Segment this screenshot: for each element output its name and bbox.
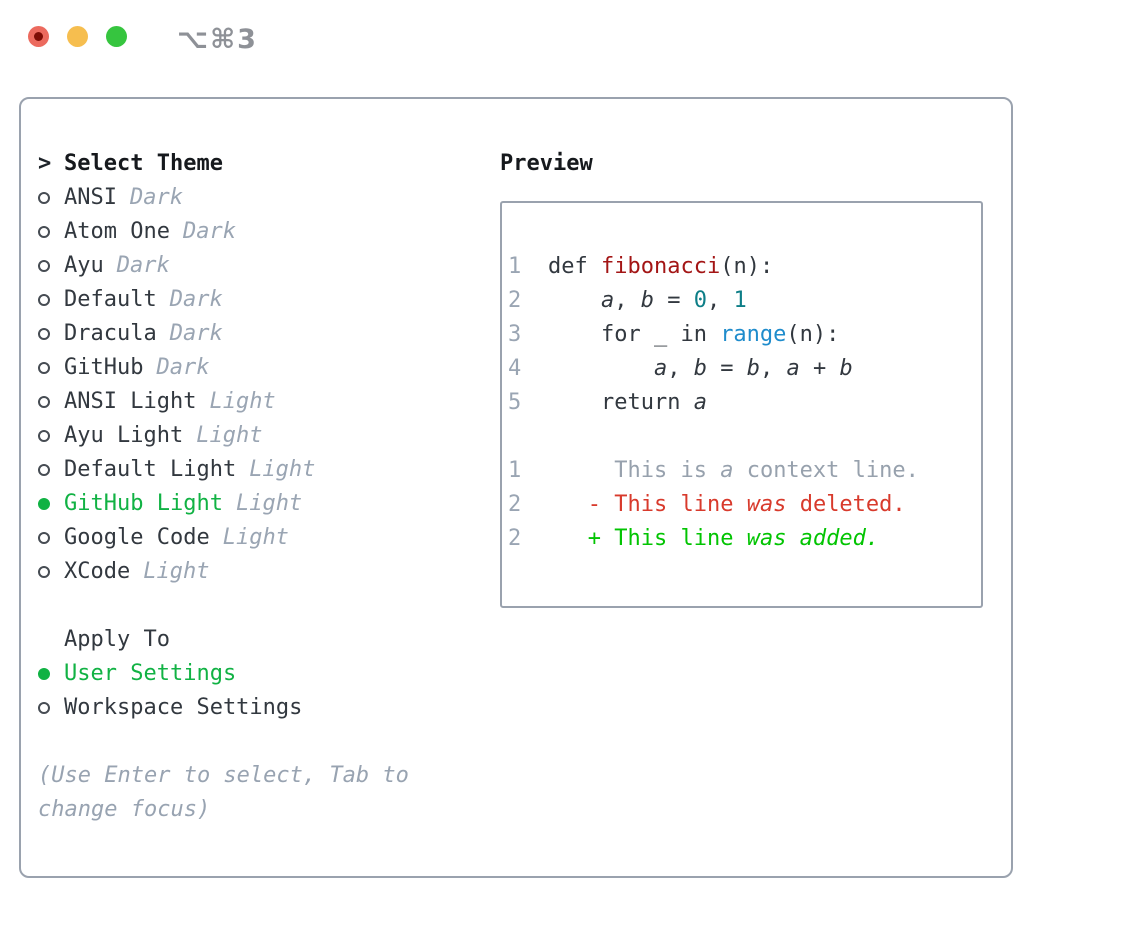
radio-selected-icon [38,498,50,510]
theme-option-label: ANSI Light [64,389,197,414]
theme-option-google-code-light[interactable]: Google Code Light [38,521,500,555]
radio-icon [38,294,50,306]
theme-variant-label: Dark [129,185,183,210]
code-line-3: 3 for _ in range(n): [508,318,981,352]
diff-plus-marker: + [587,526,615,551]
line-number: 5 [508,390,522,415]
keyboard-hint-line-1: (Use Enter to select, Tab to [38,763,409,788]
line-number: 1 [508,254,522,279]
theme-option-default-light[interactable]: Default Light Light [38,453,500,487]
radio-selected-icon [38,668,50,680]
theme-option-label: Default Light [64,457,237,482]
focus-caret: > [38,151,52,176]
theme-option-label: ANSI [64,185,117,210]
theme-option-ansi-dark[interactable]: ANSI Dark [38,181,500,215]
preview-title: Preview [500,151,593,176]
line-number: 2 [508,492,522,517]
radio-icon [38,260,50,272]
theme-option-dracula-dark[interactable]: Dracula Dark [38,317,500,351]
theme-option-label: Google Code [64,525,210,550]
theme-option-label: Ayu [64,253,104,278]
traffic-lights [28,26,145,47]
theme-option-atom-one-dark[interactable]: Atom One Dark [38,215,500,249]
theme-option-label: Atom One [64,219,170,244]
zoom-button[interactable] [106,26,127,47]
radio-icon [38,396,50,408]
number-literal-token: 1 [733,288,747,313]
theme-variant-label: Dark [169,287,223,312]
radio-icon [38,566,50,578]
theme-variant-label: Light [209,389,276,414]
theme-variant-label: Light [222,525,289,550]
apply-option-workspace-settings[interactable]: Workspace Settings [38,691,500,725]
theme-variant-label: Light [143,559,210,584]
minimize-button[interactable] [67,26,88,47]
theme-variant-label: Dark [169,321,223,346]
code-line-5: 5 return a [508,386,981,420]
spacer [38,725,500,759]
theme-option-label: Default [64,287,157,312]
radio-icon [38,328,50,340]
apply-option-label: User Settings [64,661,237,686]
theme-option-xcode-light[interactable]: XCode Light [38,555,500,589]
theme-option-ayu-light[interactable]: Ayu Light Light [38,419,500,453]
blank-line [508,420,981,454]
theme-list-column: > Select Theme ANSI Dark Atom One Dark A… [38,147,500,876]
radio-icon [38,464,50,476]
number-literal-token: 0 [693,288,707,313]
theme-option-github-dark[interactable]: GitHub Dark [38,351,500,385]
diff-deleted-line: 2 - This line was deleted. [508,488,981,522]
theme-variant-label: Light [196,423,263,448]
theme-variant-label: Light [249,457,316,482]
line-number: 2 [508,288,522,313]
select-theme-header: > Select Theme [38,147,500,181]
radio-icon [38,362,50,374]
diff-added-line: 2 + This line was added. [508,522,981,556]
apply-to-title: Apply To [64,627,170,652]
theme-option-ansi-light[interactable]: ANSI Light Light [38,385,500,419]
theme-variant-label: Light [235,491,303,516]
theme-option-label: XCode [64,559,131,584]
apply-to-header: Apply To [38,623,500,657]
apply-option-label: Workspace Settings [64,695,303,720]
code-line-2: 2 a, b = 0, 1 [508,284,981,318]
radio-icon [38,532,50,544]
theme-list-title: Select Theme [64,151,223,176]
radio-icon [38,430,50,442]
keyboard-hint-line-2: change focus) [38,797,211,822]
builtin-token: range [720,322,787,347]
close-button[interactable] [28,26,49,47]
radio-icon [38,192,50,204]
theme-option-label: GitHub [64,355,144,380]
theme-option-default-dark[interactable]: Default Dark [38,283,500,317]
theme-option-label: GitHub Light [64,491,223,516]
focus-caret-icon: > [38,147,64,181]
function-name-token: fibonacci [600,254,721,279]
theme-variant-label: Dark [156,355,210,380]
theme-variant-label: Dark [182,219,236,244]
theme-option-ayu-dark[interactable]: Ayu Dark [38,249,500,283]
radio-icon [38,702,50,714]
diff-minus-marker: - [587,492,615,517]
apply-option-user-settings-selected[interactable]: User Settings [38,657,500,691]
theme-variant-label: Dark [116,253,170,278]
spacer [38,589,500,623]
theme-selector-panel: > Select Theme ANSI Dark Atom One Dark A… [19,97,1013,878]
close-dot-icon [34,32,43,41]
code-line-4: 4 a, b = b, a + b [508,352,981,386]
titlebar: ⌥⌘3 [0,0,1140,97]
line-number: 2 [508,526,522,551]
theme-option-github-light-selected[interactable]: GitHub Light Light [38,487,500,521]
theme-option-label: Ayu Light [64,423,184,448]
radio-icon [38,226,50,238]
line-number: 1 [508,458,522,483]
line-number: 3 [508,322,522,347]
window-title: ⌥⌘3 [177,24,258,55]
theme-option-label: Dracula [64,321,157,346]
line-number: 4 [508,356,522,381]
diff-context-line: 1 This is a context line. [508,454,981,488]
